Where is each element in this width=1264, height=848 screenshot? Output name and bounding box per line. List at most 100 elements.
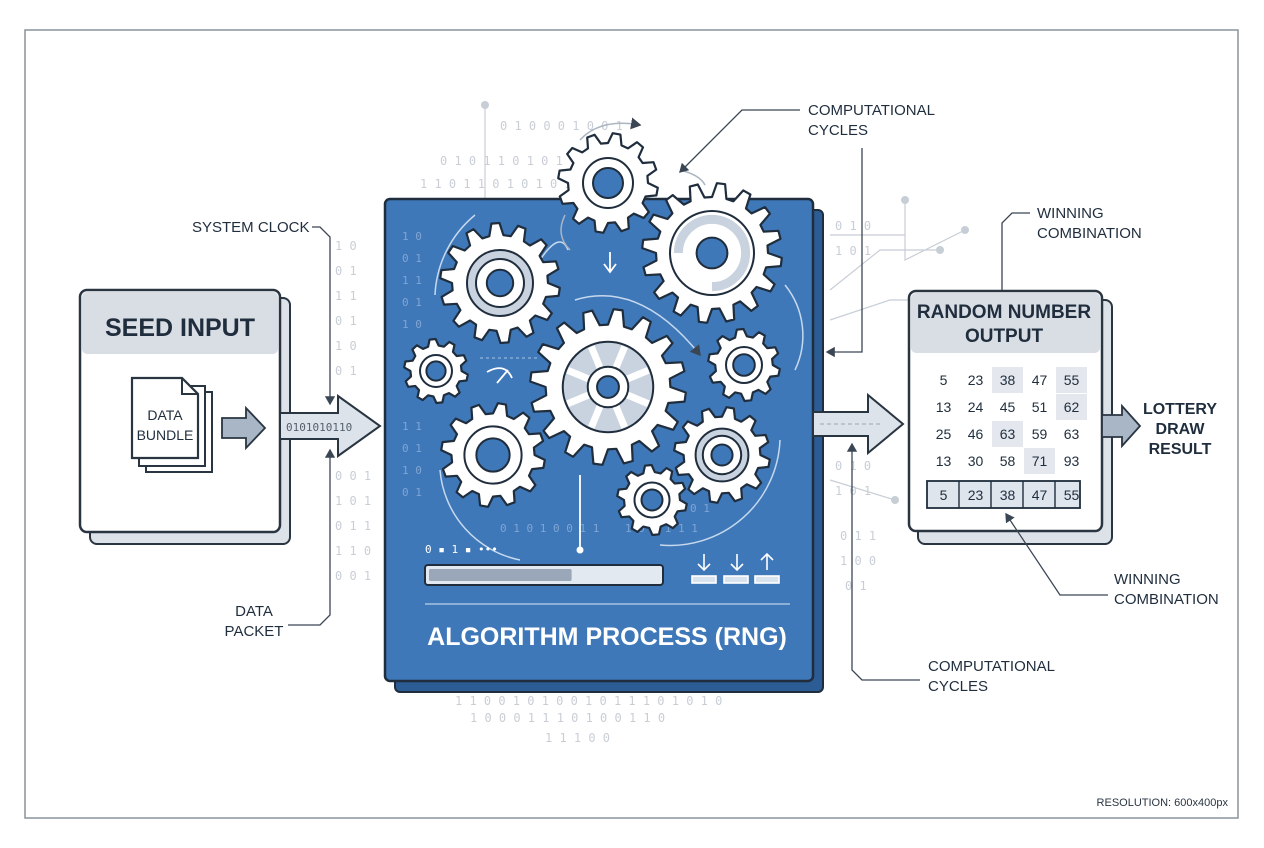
svg-text:0 1: 0 1 <box>335 314 357 328</box>
grid-cell-number: 58 <box>1000 453 1016 469</box>
grid-cell-number: 23 <box>968 372 984 388</box>
grid-cell-number: 51 <box>1032 399 1048 415</box>
progress-bar <box>424 564 664 586</box>
gear-top-icon <box>557 132 659 234</box>
status-glyphs: 0 ▪ 1 ▪ ••• <box>425 543 498 556</box>
data-bundle-icon: DATA BUNDLE <box>130 376 213 473</box>
winning-bottom-label-line1: WINNING <box>1114 571 1181 588</box>
cycles-top-label-line2: CYCLES <box>808 122 868 139</box>
winning-top-label-line2: COMBINATION <box>1037 225 1142 242</box>
grid-cell-number: 24 <box>968 399 984 415</box>
winning-bottom-label-line2: COMBINATION <box>1114 591 1219 608</box>
winning-number: 55 <box>1064 487 1080 503</box>
result-line1: LOTTERY <box>1143 401 1217 418</box>
svg-text:1 0 1: 1 0 1 <box>335 494 371 508</box>
system-clock-label: SYSTEM CLOCK <box>192 219 310 236</box>
grid-cell-number: 38 <box>1000 372 1016 388</box>
grid-cell-number: 45 <box>1000 399 1016 415</box>
svg-text:0 1: 0 1 <box>845 579 867 593</box>
resolution-footer: RESOLUTION: 600x400px <box>1097 797 1229 809</box>
winning-top-leader <box>1001 212 1030 290</box>
grid-cell-number: 13 <box>936 399 952 415</box>
system-clock-leader <box>312 226 336 406</box>
grid-cell-number: 93 <box>1064 453 1080 469</box>
svg-text:0 1 0 1 0 0 1 1: 0 1 0 1 0 0 1 1 <box>500 522 599 535</box>
svg-text:1 0: 1 0 <box>402 230 422 243</box>
gear-lower-left-icon <box>440 402 546 508</box>
svg-text:1 1: 1 1 <box>402 274 422 287</box>
data-packet-label-line1: DATA <box>235 603 273 620</box>
cycles-top-leader <box>679 109 800 173</box>
grid-cell-number: 5 <box>940 372 948 388</box>
grid-cell-number: 13 <box>936 453 952 469</box>
grid-cell-number: 46 <box>968 426 984 442</box>
winning-number: 23 <box>968 487 984 503</box>
grid-cell-number: 59 <box>1032 426 1048 442</box>
gear-lower-right-icon <box>673 406 771 504</box>
gear-right-small-icon <box>707 327 781 403</box>
grid-cell-number: 47 <box>1032 372 1048 388</box>
grid-cell-number: 30 <box>968 453 984 469</box>
svg-text:1 0 1: 1 0 1 <box>835 244 871 258</box>
svg-text:0 1: 0 1 <box>335 364 357 378</box>
svg-text:0 1 0: 0 1 0 <box>835 219 871 233</box>
gear-upper-left-icon <box>439 221 561 345</box>
svg-text:0 1 0: 0 1 0 <box>835 459 871 473</box>
svg-text:0 1: 0 1 <box>402 252 422 265</box>
winning-top-label-line1: WINNING <box>1037 205 1104 222</box>
grid-cell-number: 55 <box>1064 372 1080 388</box>
svg-text:1 0 0 0 1 1 1 0 1 0 0 1 1 0: 1 0 0 0 1 1 1 0 1 0 0 1 1 0 <box>470 711 665 725</box>
winning-number: 5 <box>940 487 948 503</box>
grid-cell-highlight <box>1024 448 1055 474</box>
flow-arrows <box>434 117 804 561</box>
svg-text:0 0 1: 0 0 1 <box>335 469 371 483</box>
panel-indicator-lines <box>486 252 617 548</box>
io-indicators <box>691 552 780 584</box>
svg-text:1 1 0: 1 1 0 <box>335 544 371 558</box>
data-bundle-label-line2: BUNDLE <box>137 427 194 443</box>
svg-text:1 0 1: 1 0 1 <box>835 484 871 498</box>
svg-text:1 0 0: 1 0 0 <box>840 554 876 568</box>
cycles-bottom-leader <box>846 442 920 681</box>
cycles-top-side-leader <box>825 148 863 358</box>
gear-cluster <box>403 132 783 537</box>
cycles-top-label-line1: COMPUTATIONAL <box>808 102 935 119</box>
cycles-bottom-label-line2: CYCLES <box>928 678 988 695</box>
winning-number: 38 <box>1000 487 1016 503</box>
output-title-line1: RANDOM NUMBER <box>917 302 1091 323</box>
gear-bottom-small-icon <box>616 463 688 537</box>
grid-cell-number: 63 <box>1000 426 1016 442</box>
grid-cell-highlight <box>992 367 1023 393</box>
gear-center-icon <box>529 308 687 466</box>
progress-fill <box>429 569 572 581</box>
data-bundle-label-line1: DATA <box>147 407 183 423</box>
seed-input-title: SEED INPUT <box>105 314 255 342</box>
output-to-result-arrow <box>1101 403 1142 449</box>
winning-row: 5 23 38 47 55 <box>926 480 1081 509</box>
result-line3: RESULT <box>1149 441 1212 458</box>
svg-text:1 1 0 0 1 0 1 0 0 1 0 1 1 1 0: 1 1 0 0 1 0 1 0 0 1 0 1 1 1 0 1 0 1 0 <box>455 694 722 708</box>
indicator-dot <box>576 546 584 554</box>
winning-number: 47 <box>1032 487 1048 503</box>
gear-left-small-icon <box>403 337 469 405</box>
grid-cell-number: 71 <box>1032 453 1048 469</box>
grid-cell-number: 25 <box>936 426 952 442</box>
svg-text:1 0: 1 0 <box>335 339 357 353</box>
svg-text:1 0: 1 0 <box>335 239 357 253</box>
svg-text:1 1: 1 1 <box>402 420 422 433</box>
grid-cell-highlight <box>1056 394 1087 420</box>
data-packet-label-line2: PACKET <box>225 623 284 640</box>
svg-text:1 1: 1 1 <box>335 289 357 303</box>
svg-text:0 1: 0 1 <box>402 486 422 499</box>
binary-background: 0 1 0 0 0 1 0 0 1 0 1 0 1 1 0 1 0 1 1 0 … <box>335 119 876 745</box>
svg-text:0 1: 0 1 <box>402 296 422 309</box>
bundle-arrow <box>221 405 267 451</box>
svg-text:0 0 1: 0 0 1 <box>335 569 371 583</box>
cycles-bottom-label-line1: COMPUTATIONAL <box>928 658 1055 675</box>
grid-cell-number: 63 <box>1064 426 1080 442</box>
svg-text:0 1 1: 0 1 1 <box>335 519 371 533</box>
svg-text:0 1: 0 1 <box>690 502 710 515</box>
winning-bottom-leader <box>1005 512 1108 596</box>
grid-cell-highlight <box>1056 367 1087 393</box>
